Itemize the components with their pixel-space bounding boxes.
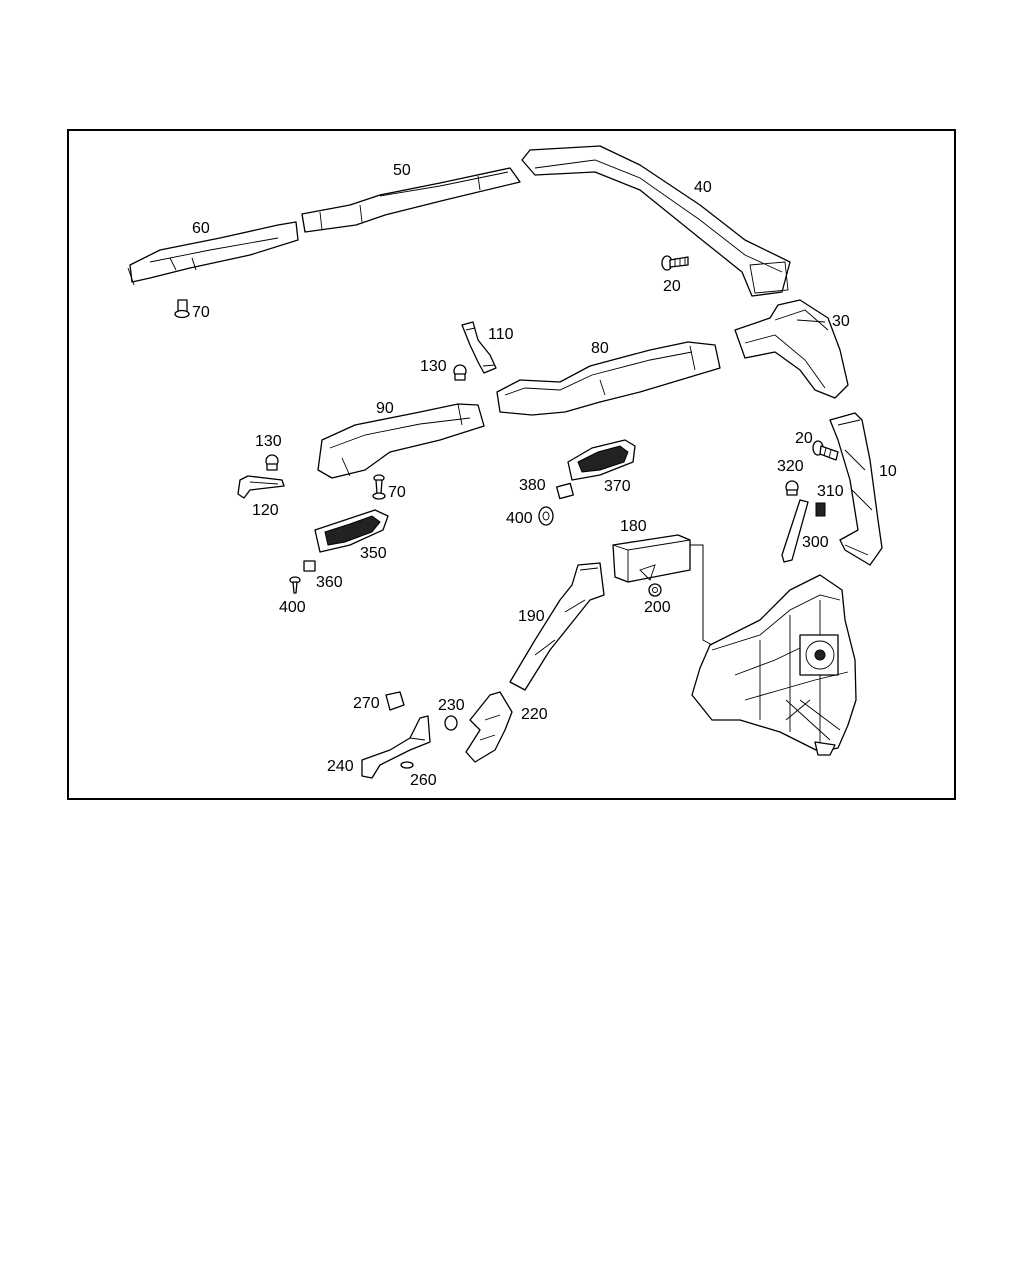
part-130-clip-lower [265, 454, 279, 471]
part-190-duct [509, 562, 605, 691]
hvac-unit-assembly [691, 574, 857, 756]
callout-labels: 10 20 20 30 40 50 60 70 70 80 90 110 120… [192, 162, 897, 789]
leader-lines [191, 257, 826, 646]
callout-270: 270 [353, 695, 380, 712]
part-90-duct [317, 403, 485, 479]
callout-310: 310 [817, 483, 844, 500]
part-20-screw-upper [661, 255, 689, 271]
callout-400: 400 [279, 599, 306, 616]
callout-220: 220 [521, 706, 548, 723]
callout-120: 120 [252, 502, 279, 519]
part-230-clip [444, 715, 458, 731]
part-310-nut [815, 502, 826, 517]
callout-400: 400 [506, 510, 533, 527]
part-70-screw-lower [372, 474, 386, 500]
part-320-clip [785, 480, 799, 496]
part-400-grommet-upper [538, 506, 554, 526]
part-240-bracket [361, 715, 431, 779]
callout-360: 360 [316, 574, 343, 591]
callout-20: 20 [795, 430, 813, 447]
callout-300: 300 [802, 534, 829, 551]
part-220-bracket [465, 691, 513, 763]
part-360-clip [303, 560, 316, 572]
part-350-vent [314, 509, 389, 553]
callout-40: 40 [694, 179, 712, 196]
part-60-duct [127, 221, 299, 286]
part-80-duct [496, 341, 721, 416]
callout-380: 380 [519, 477, 546, 494]
callout-260: 260 [410, 772, 437, 789]
callout-60: 60 [192, 220, 210, 237]
part-260-washer [400, 761, 414, 769]
part-200-nut [648, 583, 662, 597]
part-270-clip [385, 691, 405, 711]
callout-10: 10 [879, 463, 897, 480]
part-180-duct [612, 534, 691, 583]
part-30-duct [734, 299, 849, 399]
callout-320: 320 [777, 458, 804, 475]
part-50-duct [301, 167, 521, 233]
callout-190: 190 [518, 608, 545, 625]
callout-240: 240 [327, 758, 354, 775]
callout-20: 20 [663, 278, 681, 295]
part-70-bolt-upper [174, 299, 190, 319]
part-400-screw-lower [289, 576, 301, 594]
part-110-bracket [461, 321, 497, 374]
callout-200: 200 [644, 599, 671, 616]
part-370-vent [567, 439, 636, 481]
callout-70: 70 [388, 484, 406, 501]
callout-370: 370 [604, 478, 631, 495]
callout-230: 230 [438, 697, 465, 714]
callout-180: 180 [620, 518, 647, 535]
callout-110: 110 [488, 326, 514, 343]
callout-30: 30 [832, 313, 850, 330]
part-40-duct [521, 145, 791, 297]
callout-130: 130 [255, 433, 282, 450]
callout-80: 80 [591, 340, 609, 357]
callout-130: 130 [420, 358, 447, 375]
part-130-clip-upper [453, 364, 467, 381]
part-380-clip [556, 482, 574, 500]
callout-90: 90 [376, 400, 394, 417]
callout-70: 70 [192, 304, 210, 321]
callout-50: 50 [393, 162, 411, 179]
part-10-duct [829, 412, 883, 566]
callout-350: 350 [360, 545, 387, 562]
part-20-screw-right [812, 440, 839, 461]
part-120-bracket [237, 475, 285, 499]
part-300-rod [781, 499, 809, 563]
